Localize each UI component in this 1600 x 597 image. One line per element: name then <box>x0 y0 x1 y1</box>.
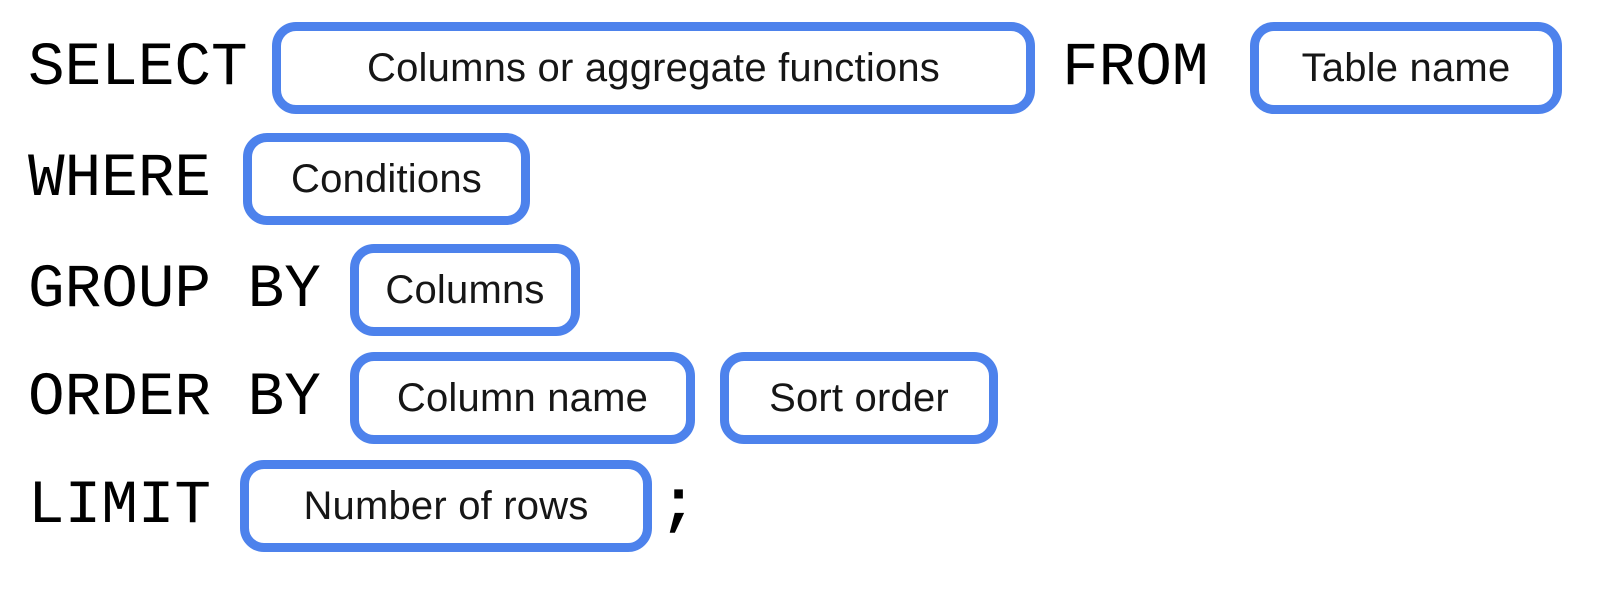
sql-keyword-where: WHERE <box>28 145 212 214</box>
sql-keyword-from: FROM <box>1062 34 1209 103</box>
placeholder-label: Columns <box>385 267 545 312</box>
sql-keyword-limit: LIMIT <box>28 472 212 541</box>
placeholder-box-columns-or-aggregates: Columns or aggregate functions <box>272 22 1035 114</box>
sql-keyword-select: SELECT <box>28 34 248 103</box>
sql-keyword-group-by: GROUP BY <box>28 256 321 325</box>
sql-row-where: WHERE Conditions <box>0 133 1600 225</box>
placeholder-box-table-name: Table name <box>1250 22 1562 114</box>
placeholder-label: Columns or aggregate functions <box>367 45 940 90</box>
sql-row-limit: LIMIT Number of rows ; <box>0 460 1600 552</box>
placeholder-box-conditions: Conditions <box>243 133 530 225</box>
placeholder-label: Conditions <box>290 156 482 201</box>
placeholder-label: Number of rows <box>303 483 589 528</box>
sql-keyword-order-by: ORDER BY <box>28 364 321 433</box>
placeholder-box-sort-order: Sort order <box>720 352 998 444</box>
placeholder-box-columns: Columns <box>350 244 580 336</box>
sql-row-select: SELECT Columns or aggregate functions FR… <box>0 22 1600 114</box>
placeholder-box-number-of-rows: Number of rows <box>240 460 652 552</box>
placeholder-label: Sort order <box>769 375 949 420</box>
placeholder-box-column-name: Column name <box>350 352 695 444</box>
sql-row-group-by: GROUP BY Columns <box>0 244 1600 336</box>
semicolon-terminator: ; <box>660 472 697 541</box>
placeholder-label: Column name <box>396 375 649 420</box>
sql-row-order-by: ORDER BY Column name Sort order <box>0 352 1600 444</box>
placeholder-label: Table name <box>1301 45 1511 90</box>
